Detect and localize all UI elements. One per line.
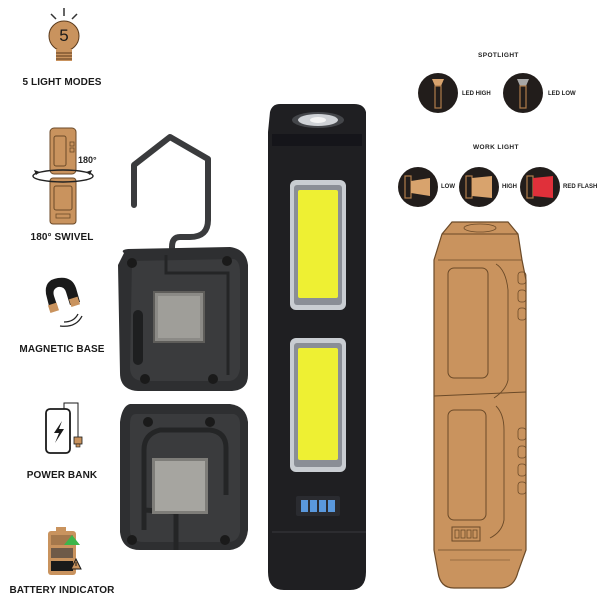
feature-power-bank: POWER BANK: [0, 395, 124, 485]
product-outline-drawing: [433, 221, 527, 589]
battery-level-indicator: [301, 500, 335, 512]
mode-label: LOW: [441, 184, 455, 190]
feature-label: BATTERY INDICATOR: [9, 585, 115, 596]
feature-light-modes: 5 5 LIGHT MODES: [0, 0, 124, 95]
feature-battery: BATTERY INDICATOR: [0, 515, 124, 600]
feature-label: POWER BANK: [26, 470, 98, 481]
mode-led-low: [503, 73, 543, 113]
mode-high: [459, 167, 499, 207]
work-light-title: WORK LIGHT: [473, 144, 519, 151]
power-bank-icon: [45, 402, 83, 454]
mode-label: HIGH: [502, 184, 517, 190]
magnet-icon: [45, 277, 83, 327]
work-light-product: [268, 104, 366, 590]
feature-swivel: 180° 180° SWIVEL: [0, 120, 124, 245]
swivel-icon: [32, 127, 94, 225]
bulb-icon: [48, 8, 80, 61]
battery-indicator-icon: [48, 527, 82, 575]
feature-label: 5 LIGHT MODES: [22, 77, 102, 88]
feature-magnetic: MAGNETIC BASE: [0, 270, 124, 360]
mode-label: LED LOW: [548, 91, 576, 97]
mode-label: RED FLASH: [563, 184, 598, 190]
swivel-degree: 180°: [78, 155, 97, 165]
bulb-number: 5: [59, 26, 69, 45]
mode-low: [398, 167, 438, 207]
mode-label: LED HIGH: [462, 91, 491, 97]
mode-red-flash: [520, 167, 560, 207]
magnet-back-view: [120, 404, 248, 550]
feature-label: MAGNETIC BASE: [19, 344, 105, 355]
spotlight-title: SPOTLIGHT: [478, 52, 519, 59]
mode-led-high: [418, 73, 458, 113]
feature-label: 180° SWIVEL: [30, 232, 94, 243]
hook-back-view: [118, 134, 248, 391]
